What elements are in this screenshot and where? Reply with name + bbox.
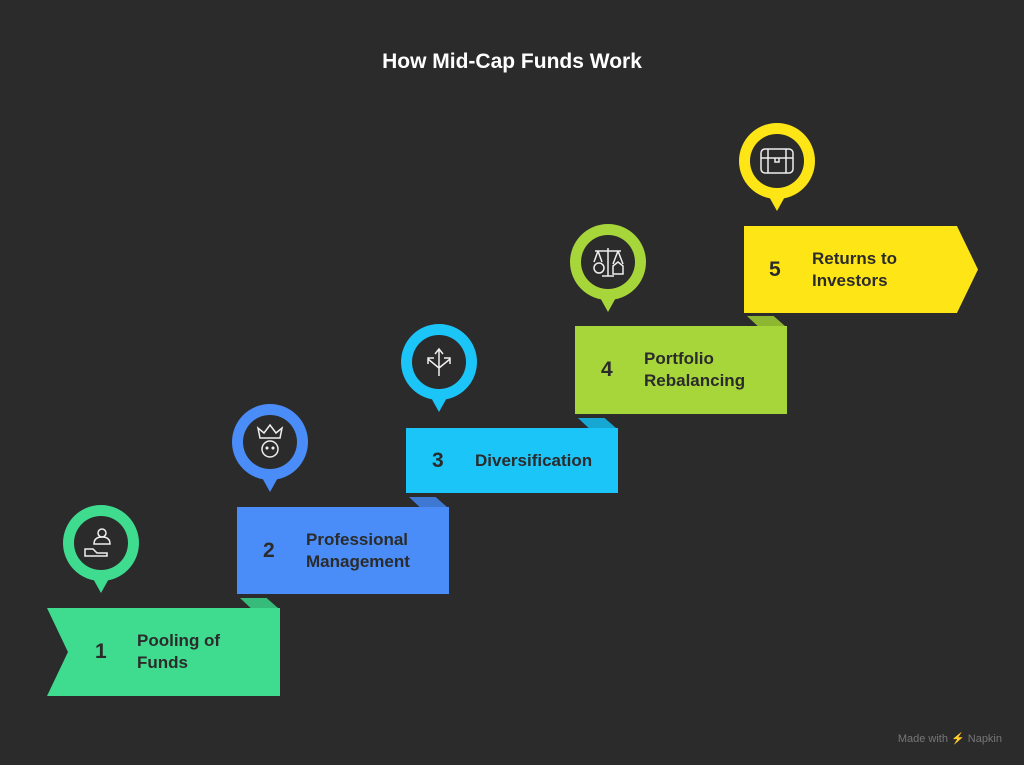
step-number: 2 [263, 538, 275, 562]
balance-scale-icon [593, 248, 624, 277]
step-4: 4 Portfolio Rebalancing [575, 326, 787, 414]
step-number: 5 [769, 257, 781, 281]
step-label: Professional Management [306, 529, 410, 571]
pin-2 [232, 404, 308, 492]
fold-2 [409, 497, 447, 507]
napkin-brand: Made with ⚡ Napkin [897, 733, 1002, 745]
crown-person-icon [256, 423, 284, 458]
step-number: 4 [601, 358, 613, 381]
fold-4 [747, 316, 785, 326]
step-label: Pooling of Funds [137, 631, 221, 672]
pin-5 [739, 123, 815, 211]
pin-1 [63, 505, 139, 593]
fold-3 [578, 418, 616, 428]
step-label: Returns to Investors [812, 248, 897, 290]
step-number: 1 [95, 640, 107, 663]
diverging-arrows-icon [427, 347, 451, 376]
pin-3 [401, 324, 477, 412]
step-number: 3 [432, 448, 444, 472]
pin-4 [570, 224, 646, 312]
people-hand-icon [84, 528, 111, 557]
fold-1 [240, 598, 278, 608]
step-label: Diversification [475, 450, 593, 470]
treasure-chest-icon [760, 148, 794, 174]
step-label: Portfolio Rebalancing [644, 349, 746, 390]
step-1: 1 Pooling of Funds [47, 608, 280, 696]
diagram-title: How Mid-Cap Funds Work [382, 50, 642, 73]
step-5: 5 Returns to Investors [744, 226, 978, 313]
step-3: 3 Diversification [406, 428, 618, 493]
step-2: 2 Professional Management [237, 507, 449, 594]
